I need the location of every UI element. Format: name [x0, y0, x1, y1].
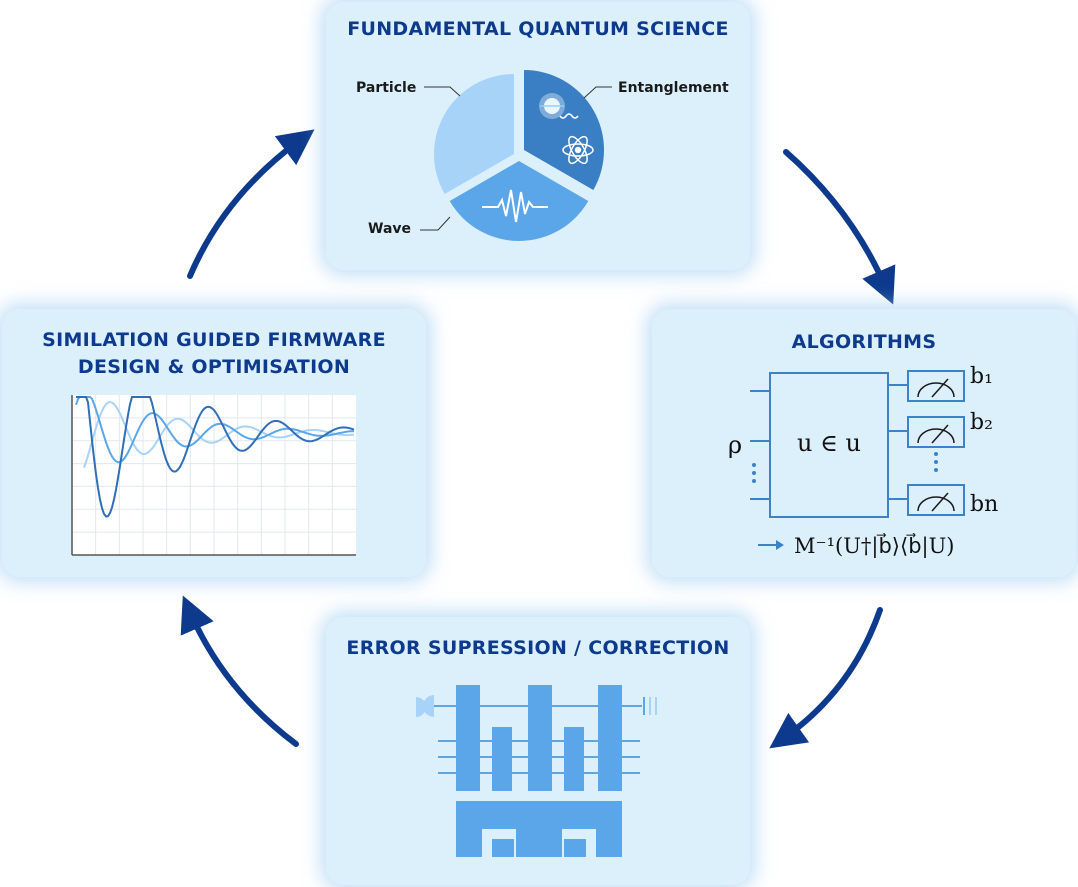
measurement-meter-icon [907, 370, 965, 402]
particle-wave-entanglement-pie: Particle Wave Entanglement [356, 70, 729, 242]
output-b2: b₂ [970, 410, 993, 435]
chip-base-icon [456, 801, 622, 857]
panel-title: ALGORITHMS [791, 331, 937, 353]
measurement-meter-icon [907, 416, 965, 448]
oscillation-curve-2 [75, 396, 355, 464]
oscillation-curve-1 [83, 400, 355, 469]
half-circle-icon [423, 695, 434, 717]
panel-title: FUNDAMENTAL QUANTUM SCIENCE [347, 18, 729, 40]
fundamental-quantum-science-panel: FUNDAMENTAL QUANTUM SCIENCE Particle Wav… [326, 2, 750, 270]
output-b1: b₁ [970, 364, 993, 389]
oscillation-curve-3 [76, 396, 355, 518]
gate-label: u ∈ u [797, 429, 861, 457]
reconstruction-formula: M⁻¹(U†|b⃗⟩⟨b⃗|U) [794, 533, 954, 559]
atom-icon [562, 135, 594, 165]
label-entanglement: Entanglement [618, 80, 729, 96]
arrow-to-fundamental [187, 129, 315, 279]
wave-icon [482, 189, 548, 223]
damped-oscillation-plot [71, 395, 356, 556]
error-suppression-correction-panel: ERROR SUPRESSION / CORRECTION [326, 617, 750, 885]
unitary-gate-box [769, 372, 889, 518]
panel-title-line2: DESIGN & OPTIMISATION [77, 356, 351, 378]
label-particle: Particle [356, 80, 416, 96]
panel-title-line1: SIMILATION GUIDED FIRMWARE [42, 329, 386, 351]
simulation-firmware-panel: SIMILATION GUIDED FIRMWARE DESIGN & OPTI… [2, 309, 426, 577]
panel-title: ERROR SUPRESSION / CORRECTION [346, 637, 730, 659]
algorithms-panel: ALGORITHMS [652, 309, 1076, 577]
label-wave: Wave [368, 221, 411, 237]
arrow-to-simulation [180, 595, 299, 747]
error-correction-illustration [416, 685, 657, 857]
output-bn: bn [970, 492, 998, 517]
input-state-rho: ρ [728, 431, 742, 459]
arrow-to-algorithms [783, 149, 896, 305]
measurement-meter-icon [907, 484, 965, 516]
pie-slice-entanglement [524, 70, 605, 190]
pie-slice-particle [433, 74, 514, 194]
arrow-to-error [769, 607, 883, 749]
quantum-circuit-diagram: ρ u ∈ u b₁ b₂ bn M⁻¹(U†|b⃗⟩⟨b⃗|U) [728, 364, 998, 559]
